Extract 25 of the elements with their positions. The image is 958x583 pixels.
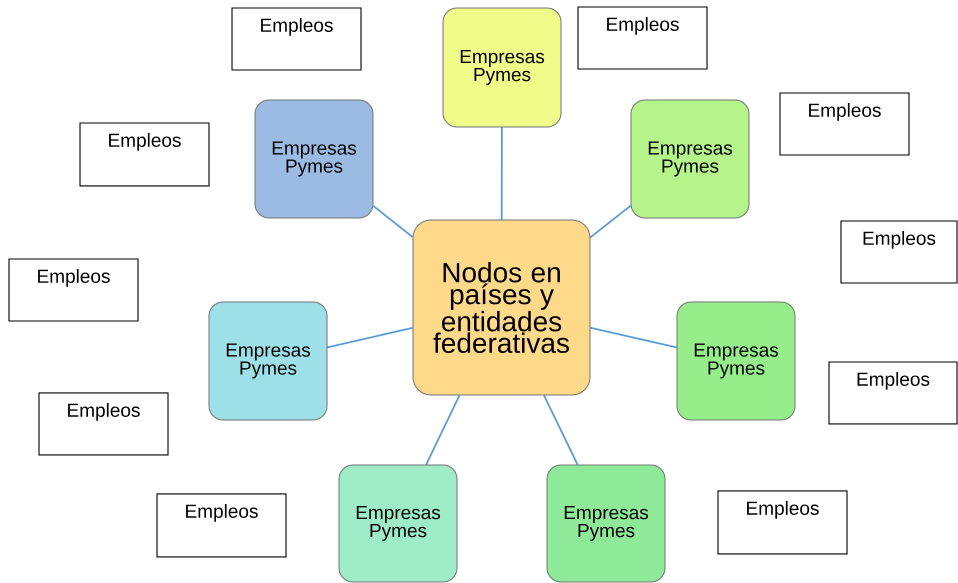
label-box: Empleos	[8, 258, 139, 322]
rounded-box: Empresas Pymes	[208, 302, 328, 420]
label-box: Empleos	[717, 490, 848, 555]
connector-line	[500, 127, 503, 220]
label-box: Empleos	[779, 92, 910, 156]
central-box: Nodos en países y entidades federativas	[412, 220, 590, 396]
connector-line	[425, 395, 460, 465]
rounded-box: Empresas Pymes	[676, 302, 796, 420]
label-box: Empleos	[79, 122, 210, 187]
rounded-box: Empresas Pymes	[338, 464, 458, 582]
rounded-box: Empresas Pymes	[546, 464, 666, 582]
connector-line	[372, 205, 414, 238]
connector-line	[590, 326, 677, 348]
label-box: Empleos	[156, 493, 287, 558]
label-box: Empleos	[38, 392, 169, 456]
connector-line	[590, 205, 632, 238]
rounded-box: Empresas Pymes	[254, 100, 374, 218]
connector-line	[543, 395, 578, 465]
label-box: Empleos	[840, 220, 958, 284]
rounded-box: Empresas Pymes	[442, 8, 562, 128]
label-box: Empleos	[231, 7, 362, 71]
label-box: Empleos	[828, 361, 958, 425]
label-box: Empleos	[577, 6, 708, 70]
connector-line	[327, 326, 413, 348]
rounded-box: Empresas Pymes	[630, 100, 750, 218]
